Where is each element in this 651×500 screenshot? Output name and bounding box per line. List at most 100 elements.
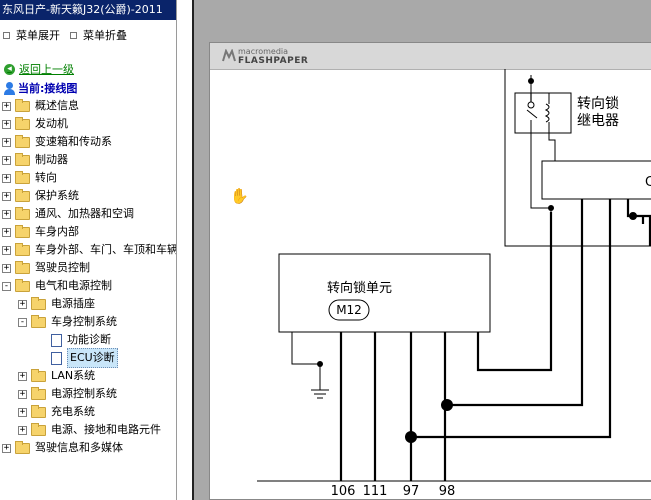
folder-icon — [15, 260, 30, 274]
collapse-toggle-icon[interactable]: - — [2, 280, 11, 291]
tree-item-label-selected: ECU诊断 — [67, 348, 118, 368]
tree-item-protection[interactable]: + 保护系统 — [2, 187, 79, 205]
folder-icon — [31, 368, 46, 382]
expand-toggle-icon[interactable]: + — [2, 208, 11, 219]
tree-item-label: 概述信息 — [35, 99, 79, 112]
expand-toggle-icon[interactable]: + — [2, 136, 11, 147]
tree-item-label: 车身内部 — [35, 225, 79, 238]
brand-big-text: FLASHPAPER — [238, 56, 309, 66]
collapse-menu-label: 菜单折叠 — [83, 29, 127, 42]
expand-toggle-icon[interactable]: + — [2, 118, 11, 129]
folder-icon — [15, 242, 30, 256]
splitter[interactable] — [192, 0, 194, 500]
collapse-toggle-icon[interactable]: - — [18, 316, 27, 327]
tree-item-power-ground-elements[interactable]: + 电源、接地和电路元件 — [18, 421, 161, 439]
folder-icon — [15, 206, 30, 220]
expand-toggle-icon[interactable]: + — [2, 262, 11, 273]
folder-icon — [15, 98, 30, 112]
tree-item-transmission[interactable]: + 变速箱和传动系 — [2, 133, 112, 151]
tree-item-label: 驾驶信息和多媒体 — [35, 441, 123, 454]
document-icon — [51, 333, 62, 347]
navigation-pane: 东风日产-新天籁J32(公爵)-2011 菜单展开 菜单折叠 ◂ 返回上一级 当… — [0, 0, 177, 500]
tree-item-driver-controls[interactable]: + 驾驶员控制 — [2, 259, 90, 277]
tree-item-lan-system[interactable]: + LAN系统 — [18, 367, 95, 385]
folder-icon — [31, 296, 46, 310]
tree-item-label: 转向 — [35, 171, 57, 184]
content-margin — [177, 0, 192, 500]
tree-item-label: 电气和电源控制 — [35, 279, 112, 292]
folder-icon — [15, 188, 30, 202]
folder-open-icon — [15, 278, 30, 292]
expand-toggle-icon[interactable]: + — [2, 172, 11, 183]
tree-item-body-exterior[interactable]: + 车身外部、车门、车顶和车辆 — [2, 241, 177, 259]
folder-open-icon — [31, 314, 46, 328]
tree-item-hvac[interactable]: + 通风、加热器和空调 — [2, 205, 134, 223]
tree-item-body-interior[interactable]: + 车身内部 — [2, 223, 79, 241]
folder-icon — [31, 422, 46, 436]
tree-item-label: 充电系统 — [51, 405, 95, 418]
tree-item-label: 制动器 — [35, 153, 68, 166]
tree-item-brakes[interactable]: + 制动器 — [2, 151, 68, 169]
expand-menu-button[interactable]: 菜单展开 — [3, 27, 60, 43]
tree-item-label: 车身外部、车门、车顶和车辆 — [35, 243, 177, 256]
tree-item-driver-info-multimedia[interactable]: + 驾驶信息和多媒体 — [2, 439, 123, 457]
expand-toggle-icon[interactable]: + — [18, 406, 27, 417]
tree-item-ecu-diagnosis[interactable]: ECU诊断 — [51, 348, 118, 368]
tree-item-overview[interactable]: + 概述信息 — [2, 97, 79, 115]
tree-item-label: 功能诊断 — [67, 333, 111, 346]
expand-toggle-icon[interactable]: + — [2, 100, 11, 111]
current-location: 当前:接线图 — [4, 80, 77, 96]
macromedia-logo-icon — [222, 49, 236, 62]
folder-icon — [15, 170, 30, 184]
folder-icon — [31, 386, 46, 400]
tree-item-label: 电源控制系统 — [51, 387, 117, 400]
document-icon — [51, 351, 62, 365]
viewer-toolbar: macromedia FLASHPAPER — [210, 43, 651, 70]
expand-toggle-icon[interactable]: + — [18, 388, 27, 399]
expand-toggle-icon[interactable]: + — [2, 442, 11, 453]
back-arrow-icon: ◂ — [4, 63, 15, 75]
back-link-label: 返回上一级 — [19, 63, 74, 76]
folder-icon — [15, 440, 30, 454]
folder-icon — [15, 152, 30, 166]
folder-icon — [15, 134, 30, 148]
tree-item-electrical-power[interactable]: - 电气和电源控制 — [2, 277, 112, 295]
collapse-menu-button[interactable]: 菜单折叠 — [70, 27, 127, 43]
expand-toggle-icon[interactable]: + — [2, 244, 11, 255]
expand-menu-label: 菜单展开 — [16, 29, 60, 42]
tree-item-label: 保护系统 — [35, 189, 79, 202]
hand-cursor-icon: ✋ — [230, 187, 249, 205]
brand-small-text: macromedia — [238, 47, 289, 56]
flashpaper-viewer[interactable]: macromedia FLASHPAPER — [209, 42, 651, 500]
tree-item-body-control[interactable]: - 车身控制系统 — [18, 313, 117, 331]
tree-item-label: 驾驶员控制 — [35, 261, 90, 274]
tree-item-label: 变速箱和传动系 — [35, 135, 112, 148]
tree-item-label: 发动机 — [35, 117, 68, 130]
folder-icon — [15, 224, 30, 238]
tree-item-function-diagnosis[interactable]: 功能诊断 — [51, 331, 111, 349]
tree-item-power-control[interactable]: + 电源控制系统 — [18, 385, 117, 403]
expand-toggle-icon[interactable]: + — [2, 226, 11, 237]
tree-item-label: 通风、加热器和空调 — [35, 207, 134, 220]
expand-icon — [3, 31, 10, 39]
user-icon — [4, 81, 15, 95]
expand-toggle-icon[interactable]: + — [18, 424, 27, 435]
tree-item-power-outlet[interactable]: + 电源插座 — [18, 295, 95, 313]
expand-toggle-icon[interactable]: + — [2, 154, 11, 165]
current-location-label: 当前:接线图 — [18, 82, 78, 95]
tree-item-label: LAN系统 — [51, 369, 96, 382]
expand-toggle-icon[interactable]: + — [18, 298, 27, 309]
tree-item-engine[interactable]: + 发动机 — [2, 115, 68, 133]
expand-toggle-icon[interactable]: + — [18, 370, 27, 381]
back-link[interactable]: ◂ 返回上一级 — [4, 61, 74, 77]
tree-item-label: 电源插座 — [51, 297, 95, 310]
tree-item-label: 车身控制系统 — [51, 315, 117, 328]
tree-item-steering[interactable]: + 转向 — [2, 169, 57, 187]
tree-toolbar: 菜单展开 菜单折叠 — [0, 23, 176, 45]
folder-icon — [31, 404, 46, 418]
collapse-icon — [70, 31, 77, 39]
expand-toggle-icon[interactable]: + — [2, 190, 11, 201]
folder-icon — [15, 116, 30, 130]
tree-item-label: 电源、接地和电路元件 — [51, 423, 161, 436]
tree-item-charging[interactable]: + 充电系统 — [18, 403, 95, 421]
